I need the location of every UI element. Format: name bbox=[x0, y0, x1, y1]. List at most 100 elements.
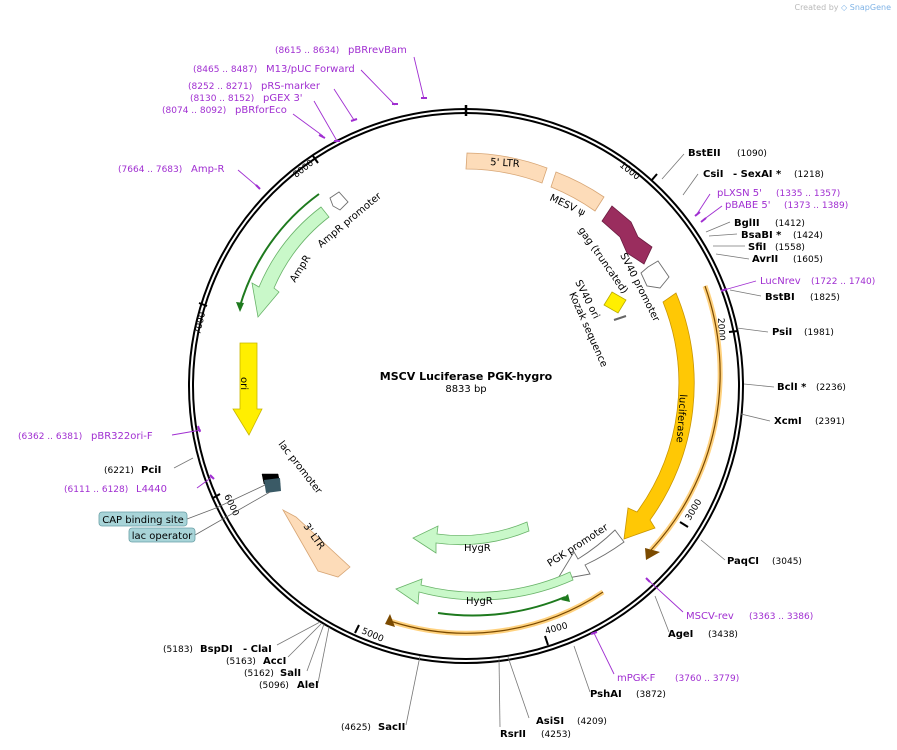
primer-m13[interactable]: M13/pUC Forward bbox=[266, 64, 355, 75]
luciferase-arrowhead bbox=[645, 548, 660, 560]
cap-binding-site-box[interactable]: CAP binding site bbox=[98, 484, 266, 527]
enzyme-pshai-pos: (3872) bbox=[636, 690, 666, 700]
feature-mesv-psi[interactable] bbox=[550, 171, 605, 212]
primer-plxsn5-range: (1335 .. 1357) bbox=[776, 189, 840, 199]
enzyme-bstbi-pos: (1825) bbox=[810, 293, 840, 303]
enzyme-sali-pos: (5162) bbox=[244, 669, 274, 679]
feature-sv40-promoter[interactable] bbox=[640, 260, 670, 289]
enzyme-rsrii[interactable]: RsrII bbox=[500, 729, 526, 740]
backbone-ring bbox=[188, 105, 744, 664]
enzyme-sfii[interactable]: SfiI bbox=[748, 242, 766, 253]
enzyme-bsteii[interactable]: BstEII bbox=[688, 148, 721, 159]
snapgene-logo-icon: ◇ bbox=[841, 3, 848, 12]
primer-pbrforeco[interactable]: pBRforEco bbox=[235, 105, 287, 116]
feature-hygr-1[interactable] bbox=[412, 521, 530, 554]
enzyme-paqci[interactable]: PaqCI bbox=[727, 556, 759, 567]
primer-mscv-rev-range: (3363 .. 3386) bbox=[749, 612, 813, 622]
enzyme-bcli-pos: (2236) bbox=[816, 383, 846, 393]
credit-brand: SnapGene bbox=[849, 3, 891, 12]
feature-kozak[interactable] bbox=[613, 315, 627, 321]
enzyme-bspdi[interactable]: BspDI bbox=[200, 644, 233, 655]
feature-label-ampr: AmpR bbox=[288, 253, 313, 284]
feature-ampr[interactable] bbox=[251, 206, 330, 318]
primer-mpgk-f-range: (3760 .. 3779) bbox=[675, 674, 739, 684]
feature-label-ampr-promoter: AmpR promoter bbox=[316, 190, 385, 250]
primer-amp-r-range: (7664 .. 7683) bbox=[118, 165, 182, 175]
enzyme-clai[interactable]: - ClaI bbox=[243, 644, 272, 655]
primer-l4440[interactable]: L4440 bbox=[136, 484, 167, 495]
enzyme-avrii[interactable]: AvrII bbox=[752, 254, 778, 265]
enzyme-sali[interactable]: SalI bbox=[280, 668, 301, 679]
feature-3ltr[interactable] bbox=[281, 508, 351, 578]
enzyme-bglii[interactable]: BglII bbox=[734, 218, 760, 229]
primer-pbabe5-range: (1373 .. 1389) bbox=[784, 201, 848, 211]
primer-pgex3[interactable]: pGEX 3' bbox=[263, 93, 303, 104]
enzyme-bsabi-pos: (1424) bbox=[793, 231, 823, 241]
tick-label-2000: 2000 bbox=[715, 318, 726, 342]
feature-label-lac-promoter: lac promoter bbox=[276, 439, 325, 497]
tick-marks bbox=[198, 155, 739, 646]
feature-luciferase[interactable] bbox=[623, 292, 695, 540]
enzyme-asisi[interactable]: AsiSI bbox=[536, 716, 564, 727]
enzyme-asisi-pos: (4209) bbox=[577, 717, 607, 727]
enzyme-agei[interactable]: AgeI bbox=[668, 629, 693, 640]
enzyme-acci[interactable]: AccI bbox=[263, 656, 286, 667]
feature-5ltr[interactable] bbox=[465, 152, 548, 184]
feature-pgk-promoter[interactable] bbox=[556, 529, 625, 581]
feature-sv40-ori[interactable] bbox=[603, 291, 627, 314]
enzyme-sacii[interactable]: SacII bbox=[378, 722, 405, 733]
primer-amp-r[interactable]: Amp-R bbox=[191, 164, 225, 175]
primer-pbr322ori-f[interactable]: pBR322ori-F bbox=[91, 431, 153, 442]
enzyme-bglii-pos: (1412) bbox=[775, 219, 805, 229]
map-length: 8833 bp bbox=[445, 384, 486, 395]
primer-prs-marker-range: (8252 .. 8271) bbox=[188, 82, 252, 92]
feature-label-ori: ori bbox=[238, 377, 249, 390]
primer-pbrrevbam[interactable]: pBRrevBam bbox=[348, 45, 407, 56]
enzyme-xcmi-pos: (2391) bbox=[815, 417, 845, 427]
primer-lucnrev-range: (1722 .. 1740) bbox=[811, 277, 875, 287]
primer-pbrrevbam-range: (8615 .. 8634) bbox=[275, 46, 339, 56]
map-title: MSCV Luciferase PGK-hygro bbox=[380, 370, 553, 383]
enzyme-sexai[interactable]: - SexAI * bbox=[733, 169, 782, 180]
enzyme-bsabi[interactable]: BsaBI * bbox=[741, 230, 782, 241]
primer-prs-marker[interactable]: pRS-marker bbox=[261, 81, 321, 92]
enzyme-psii[interactable]: PsiI bbox=[772, 327, 792, 338]
primer-lucnrev[interactable]: LucNrev bbox=[760, 276, 801, 287]
primer-m13-range: (8465 .. 8487) bbox=[193, 65, 257, 75]
cap-binding-site-label: CAP binding site bbox=[102, 515, 184, 526]
enzyme-xcmi[interactable]: XcmI bbox=[774, 416, 802, 427]
enzyme-bspdi-pos: (5183) bbox=[163, 645, 193, 655]
enzyme-csii[interactable]: CsiI bbox=[703, 169, 723, 180]
ampr-primer-arrowhead bbox=[236, 302, 244, 312]
primer-l4440-range: (6111 .. 6128) bbox=[64, 485, 128, 495]
enzyme-agei-pos: (3438) bbox=[708, 630, 738, 640]
feature-ori[interactable] bbox=[232, 342, 263, 436]
enzyme-alei[interactable]: AleI bbox=[297, 680, 319, 691]
primer-mscv-rev[interactable]: MSCV-rev bbox=[686, 611, 734, 622]
enzyme-bstbi[interactable]: BstBI bbox=[765, 292, 795, 303]
primer-pbr322ori-f-range: (6362 .. 6381) bbox=[18, 432, 82, 442]
hygr-primer-arrowhead bbox=[561, 594, 570, 602]
feature-ampr-promoter[interactable] bbox=[329, 191, 349, 211]
primer-plxsn5[interactable]: pLXSN 5' bbox=[717, 188, 762, 199]
enzyme-alei-pos: (5096) bbox=[259, 681, 289, 691]
primer-pgex3-range: (8130 .. 8152) bbox=[190, 94, 254, 104]
feature-gag[interactable] bbox=[601, 205, 653, 265]
feature-cap-site-mark bbox=[264, 478, 281, 493]
primer-pbabe5[interactable]: pBABE 5' bbox=[725, 200, 771, 211]
lac-operator-box[interactable]: lac operator bbox=[128, 491, 271, 543]
primer-ticks bbox=[197, 97, 728, 635]
feature-label-hygr-1: HygR bbox=[464, 543, 491, 554]
enzyme-paqci-pos: (3045) bbox=[772, 557, 802, 567]
ampr-primer-arc bbox=[239, 193, 320, 307]
tick-label-4000: 4000 bbox=[544, 621, 569, 637]
enzyme-bcli[interactable]: BclI * bbox=[777, 382, 807, 393]
enzyme-pcii-pos: (6221) bbox=[104, 466, 134, 476]
feature-hygr-2[interactable] bbox=[395, 571, 574, 605]
enzyme-pcii[interactable]: PciI bbox=[141, 465, 161, 476]
primer-leader-lines bbox=[171, 56, 757, 675]
credit-prefix: Created by bbox=[794, 3, 839, 12]
primer-mpgk-f[interactable]: mPGK-F bbox=[617, 673, 656, 684]
enzyme-pshai[interactable]: PshAI bbox=[590, 689, 622, 700]
